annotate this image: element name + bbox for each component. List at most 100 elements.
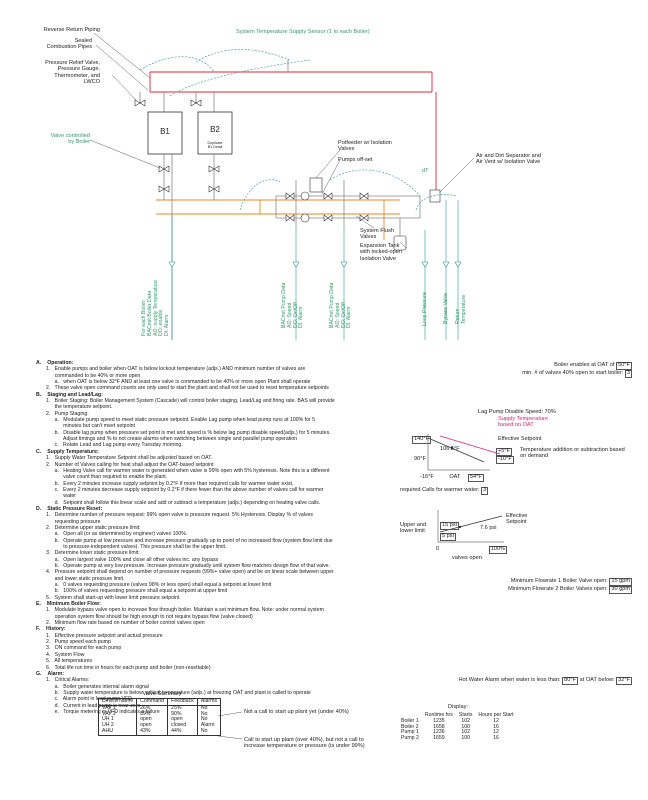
sequence-line: b. Operate pump at low pressure and incr… bbox=[46, 537, 333, 544]
min-flow-2-field[interactable]: 30 gpm bbox=[609, 586, 632, 594]
min-valves-field[interactable]: 3 bbox=[624, 370, 632, 378]
display-table: Runtime hrs Starts Hours per Start Boile… bbox=[398, 712, 517, 742]
table-cell: 26% bbox=[136, 705, 169, 712]
boiler-b2 bbox=[197, 111, 233, 155]
sequence-line: 3. Determine lower static pressure limit… bbox=[46, 550, 140, 557]
valve-note-1: Not a call to start up plant yet (under … bbox=[244, 709, 349, 715]
table-cell: UH 1 bbox=[97, 717, 138, 724]
pressure-upper-field[interactable]: 15 psi bbox=[440, 522, 459, 530]
section-heading: G.Alarm: bbox=[36, 671, 416, 677]
sequence-of-operations: A.Operation:1. Enable pumps and boiler w… bbox=[36, 360, 416, 715]
sequence-line: minutes but can't meet setpoint bbox=[46, 423, 135, 430]
section-letter: D. bbox=[36, 505, 42, 512]
sequence-line: 5. All temperatures bbox=[46, 658, 93, 665]
sequence-line: 2. Pump Staging: bbox=[46, 410, 89, 417]
sequence-line: 1. Boiler Staging: Boiler Management Sys… bbox=[46, 398, 335, 405]
sequence-line: 2. Minimum flow rate based on number of … bbox=[46, 620, 205, 627]
min-flow-2-row: Minimum Flowrate 2 Boiler Valves open: 3… bbox=[508, 586, 632, 594]
section-title: Alarm: bbox=[47, 670, 64, 677]
table-cell: 100 bbox=[461, 735, 470, 742]
hot-water-alarm-field[interactable]: 80°F bbox=[562, 677, 579, 685]
table-cell: open bbox=[136, 722, 169, 729]
sequence-line: 2. These valve open command counts are o… bbox=[46, 385, 329, 392]
adj-plus-field[interactable]: +5°F bbox=[496, 448, 513, 456]
sequence-line: d. Setpoint shall follow this linear sca… bbox=[46, 499, 321, 506]
boiler-b1 bbox=[147, 111, 183, 155]
oat-high-field[interactable]: 54°F bbox=[467, 474, 484, 482]
min-flow-1-field[interactable]: 15 gpm bbox=[609, 578, 632, 586]
enable-oat-field[interactable]: 50°F bbox=[616, 362, 632, 370]
disp-col-runtime: Runtime hrs bbox=[424, 712, 453, 718]
section-heading: A.Operation: bbox=[36, 360, 416, 366]
sequence-line: a. Heating Valve call for warmer water i… bbox=[46, 467, 330, 474]
table-cell: No bbox=[196, 728, 222, 736]
sequence-line: a. Boiler generates internal alarm signa… bbox=[46, 683, 149, 690]
callout-expansion-tank: Expansion Tank with locked-open Isolatio… bbox=[360, 243, 402, 262]
callout-air-dirt: Air and Dirt Separator and Air Vent w/ I… bbox=[476, 153, 541, 166]
boiler-b2-label: B2 bbox=[210, 125, 220, 134]
boiler-valves bbox=[134, 99, 220, 193]
table-cell: 102 bbox=[461, 717, 470, 724]
sequence-line: valve count than required to enable the … bbox=[46, 474, 168, 481]
section-heading: D.Static Pressure Reset: bbox=[36, 506, 416, 512]
sequence-line: b. Operate pump at very low pressure. In… bbox=[46, 563, 331, 569]
section-letter: C. bbox=[36, 448, 42, 455]
pressure-limit-label: Upper and lower limit bbox=[400, 522, 427, 535]
table-cell: 16 bbox=[493, 735, 499, 742]
sequence-line: requesting pressure bbox=[46, 518, 101, 525]
control-lines bbox=[139, 49, 457, 211]
pressure-lower-field[interactable]: 5 psi bbox=[440, 533, 456, 541]
table-cell: 1236 bbox=[433, 729, 445, 736]
section-title: History: bbox=[46, 626, 66, 633]
piping-diagram bbox=[89, 32, 475, 340]
temp-high-field[interactable]: 140°F bbox=[412, 436, 431, 444]
table-cell: Boiler 2 bbox=[401, 723, 419, 730]
enable-oat-row: Boiler enables at OAT of 50°F bbox=[554, 362, 632, 370]
table-cell: 44% bbox=[167, 728, 198, 736]
required-calls-row: required Calls for warmer water: 3 bbox=[400, 487, 489, 495]
sequence-line: 2. Determine upper static pressure limit… bbox=[46, 524, 141, 531]
vlabel-pump2: BACnet Pump Data AO: Speed DO: On/Off DI… bbox=[329, 282, 353, 328]
hot-water-oat-field[interactable]: 32°F bbox=[616, 677, 632, 685]
pumps bbox=[285, 191, 369, 223]
pressure-x-label: valves open bbox=[452, 555, 482, 561]
table-cell: No bbox=[196, 717, 222, 724]
sequence-line: 2. Pump speed each pump bbox=[46, 639, 111, 646]
callout-sealed-combustion: Sealed Combustion Pipes bbox=[46, 38, 92, 51]
table-cell: 12 bbox=[493, 729, 499, 736]
adj-minus-row: -10°F bbox=[496, 456, 514, 464]
section-title: Minimum Boiler Flow: bbox=[46, 601, 101, 608]
table-cell: open bbox=[136, 717, 169, 724]
vlabel-each-boiler: For each Boiler: BACnet Boiler Data AO: … bbox=[141, 280, 171, 336]
pressure-x-high-field[interactable]: 100% bbox=[488, 546, 507, 554]
sequence-line: b. Disable lag pump when pressure set po… bbox=[46, 429, 331, 436]
required-calls-field[interactable]: 3 bbox=[481, 487, 489, 495]
sequence-line: a. Modulate pump speed to meet static pr… bbox=[46, 417, 316, 424]
sequence-line: Adjust timings and % to not create alarm… bbox=[46, 436, 298, 443]
table-cell: 12 bbox=[493, 717, 499, 724]
sequence-line: 4. System Flow bbox=[46, 651, 85, 658]
effective-temp-value: 106.5°F bbox=[440, 446, 460, 452]
sequence-line: a. Open largest valve 100% and close all… bbox=[46, 556, 219, 563]
sequence-line: a. 0 valves requesting pressure (valves … bbox=[46, 582, 272, 589]
sequence-line: to pressure-independent valves). This pr… bbox=[46, 543, 227, 550]
adj-minus-field[interactable]: -10°F bbox=[496, 456, 514, 464]
sensor-tag-dt: dT bbox=[422, 168, 429, 174]
temp-reset-chart bbox=[427, 434, 501, 471]
vlabel-return-temp: Return Temperature bbox=[455, 294, 467, 324]
table-cell: 43% bbox=[136, 728, 169, 736]
callout-flush-valves: System Flush Valves bbox=[360, 228, 394, 241]
lag-disable-speed: Lag Pump Disable Speed: 70% bbox=[478, 409, 556, 415]
min-flow-1-row: Minimum Flowrate 1 Boiler Valve open: 15… bbox=[510, 578, 632, 586]
col-device-name: Device Name bbox=[97, 698, 138, 706]
sequence-line: 1. Modulate bypass valve open to increas… bbox=[46, 607, 324, 614]
vlabel-loop-pressure: Loop Pressure bbox=[422, 292, 428, 326]
boiler-b2-note: Duplicate B1 Detail bbox=[207, 141, 223, 149]
table-cell: 89% bbox=[136, 711, 169, 718]
effective-setpoint-label: Effective Setpoint bbox=[498, 436, 542, 442]
section-letter: A. bbox=[36, 360, 42, 366]
sequence-line: commanded to be 40% or more open bbox=[46, 372, 141, 379]
